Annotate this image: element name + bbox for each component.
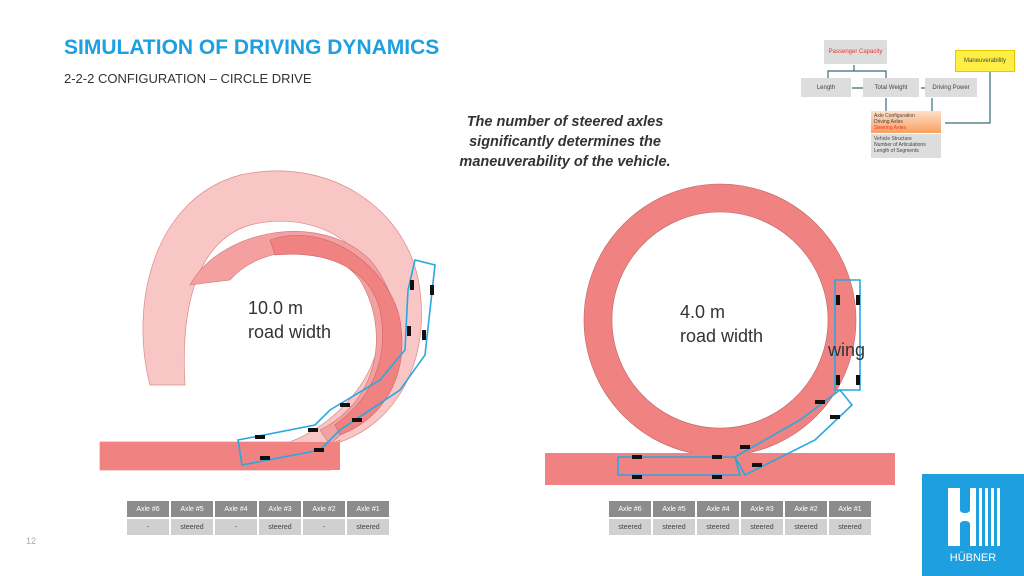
structure-item: Length of Segments [874,148,919,154]
wing-annotation: wing [828,340,866,360]
value-cell: steered [653,519,695,535]
width-value: 4.0 m [680,302,726,322]
configuration-box: Axle Configuration Driving Axles Steerin… [871,111,941,159]
value-cell: - [303,519,345,535]
wheel-marks [255,280,434,460]
road-track [269,235,403,436]
value-cell: steered [697,519,739,535]
logo-h-icon [948,488,1000,546]
wheel-marks [632,295,860,479]
header-cell: Axle #1 [829,501,871,517]
header-cell: Axle #5 [171,501,213,517]
flow-diagram: Passenger Capacity Length Total Weight D… [795,38,1020,163]
driving-power-box: Driving Power [925,78,977,97]
page-subtitle: 2-2-2 CONFIGURATION – CIRCLE DRIVE [64,71,312,86]
header-cell: Axle #2 [303,501,345,517]
vehicle-outline [617,279,861,477]
circle-road [584,184,856,456]
value-cell: steered [609,519,651,535]
right-simulation [545,183,895,485]
value-cell: - [215,519,257,535]
hubner-logo: HÜBNER [922,474,1024,576]
value-cell: steered [829,519,871,535]
key-statement: The number of steered axles significantl… [459,114,671,170]
maneuverability-box: Maneuverability [955,50,1015,72]
road-width-text: road width [248,322,332,342]
value-cell: - [127,519,169,535]
left-width-label: 10.0 m road width [248,296,331,344]
header-cell: Axle #4 [697,501,739,517]
value-cell: steered [171,519,213,535]
structure-item: Number of Articulations [874,142,926,148]
header-cell: Axle #1 [347,501,389,517]
value-cell: steered [259,519,301,535]
header-cell: Axle #6 [609,501,651,517]
flow-arrows [827,65,991,124]
header-cell: Axle #3 [741,501,783,517]
header-cell: Axle #4 [215,501,257,517]
passenger-capacity-box: Passenger Capacity [824,40,887,64]
width-value: 10.0 m [248,298,304,318]
value-cell: steered [785,519,827,535]
page-title: SIMULATION OF DRIVING DYNAMICS [64,36,440,59]
left-simulation [99,170,436,471]
road-straight [100,442,340,470]
header-cell: Axle #6 [127,501,169,517]
logo-text: HÜBNER [949,552,997,564]
right-width-label: 4.0 m road width [680,300,763,348]
axle-item: Driving Axles [874,119,903,125]
total-weight-box: Total Weight [863,78,919,97]
header-cell: Axle #3 [259,501,301,517]
length-box: Length [801,78,851,97]
value-cell: steered [347,519,389,535]
page-number: 12 [26,536,37,546]
header-cell: Axle #5 [653,501,695,517]
axle-config-label: Axle Configuration [874,113,915,119]
vehicle-structure-label: Vehicle Structure [874,136,912,142]
road-width-text: road width [680,326,764,346]
axle-item: Steering Axles [874,125,906,131]
vehicle-outline [237,259,436,466]
value-cell: steered [741,519,783,535]
header-cell: Axle #2 [785,501,827,517]
